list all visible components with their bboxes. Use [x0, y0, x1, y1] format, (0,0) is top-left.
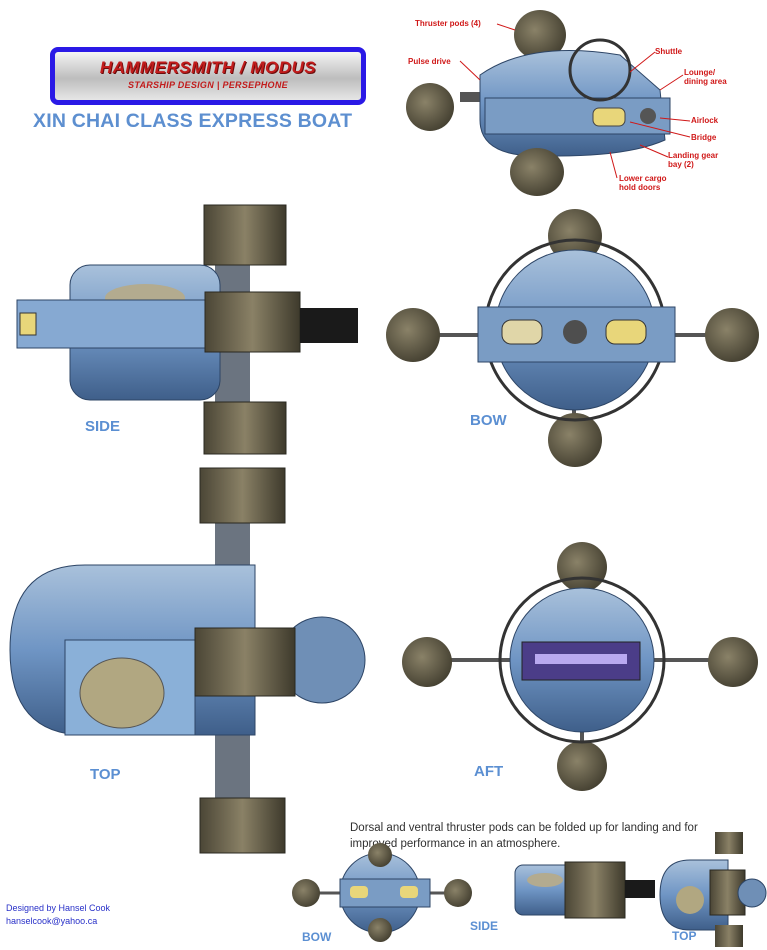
callout-shuttle: Shuttle — [655, 47, 683, 56]
callout-pulse-drive: Pulse drive — [408, 57, 451, 66]
folded-side-ship — [514, 861, 655, 919]
callout-bridge: Bridge — [691, 133, 717, 142]
callout-airlock: Airlock — [691, 116, 719, 125]
credit-email: hanselcook@yahoo.ca — [6, 916, 98, 926]
logo-subtitle: STARSHIP DESIGN | PERSEPHONE — [128, 80, 288, 90]
callout-lounge: Lounge/ dining area — [684, 68, 727, 86]
callout-cargo-doors: Lower cargo hold doors — [619, 174, 667, 192]
callout-thruster-pods: Thruster pods (4) — [415, 19, 481, 28]
view-label-top: TOP — [90, 766, 121, 783]
folded-label-top: TOP — [672, 929, 697, 943]
page-title: XIN CHAI CLASS EXPRESS BOAT — [33, 110, 353, 132]
folded-label-side: SIDE — [470, 919, 499, 933]
logo-banner: HAMMERSMITH / MODUS STARSHIP DESIGN | PE… — [50, 47, 366, 105]
folded-bow-ship — [292, 843, 472, 942]
folded-label-bow: BOW — [302, 930, 332, 944]
perspective-ship — [406, 10, 671, 196]
view-label-aft: AFT — [474, 763, 504, 780]
folding-note: Dorsal and ventral thruster pods can be … — [350, 822, 698, 850]
credit-designer: Designed by Hansel Cook — [6, 903, 111, 913]
view-label-side: SIDE — [85, 418, 121, 435]
logo-title: HAMMERSMITH / MODUS — [99, 58, 317, 77]
callout-landing-gear: Landing gear bay (2) — [668, 151, 719, 169]
view-label-bow: BOW — [470, 412, 507, 429]
